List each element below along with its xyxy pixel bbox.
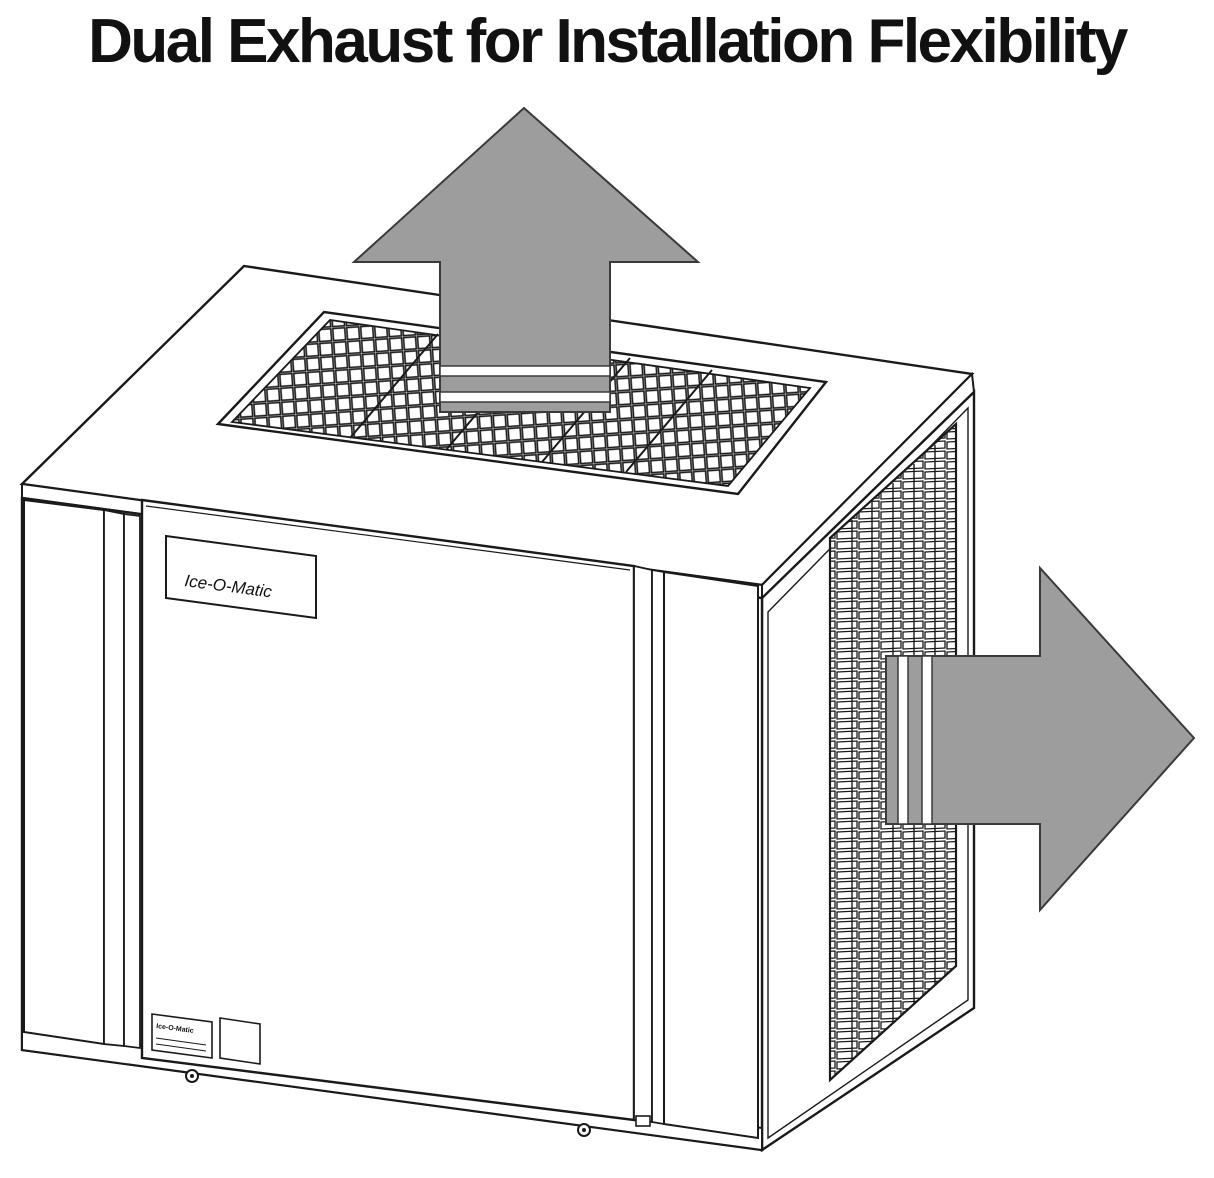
up-exhaust-arrow (351, 106, 701, 413)
brand-plate (165, 534, 317, 620)
right-pillar (633, 564, 653, 1124)
latch (635, 1115, 651, 1127)
left-pillar (23, 498, 105, 1046)
data-plate-text: Ice-O-Matic (156, 1023, 194, 1035)
data-plate (151, 1013, 213, 1059)
square-sticker (219, 1017, 261, 1065)
page-title: Dual Exhaust for Installation Flexibilit… (88, 7, 1128, 76)
right-exhaust-arrow (885, 565, 1196, 913)
